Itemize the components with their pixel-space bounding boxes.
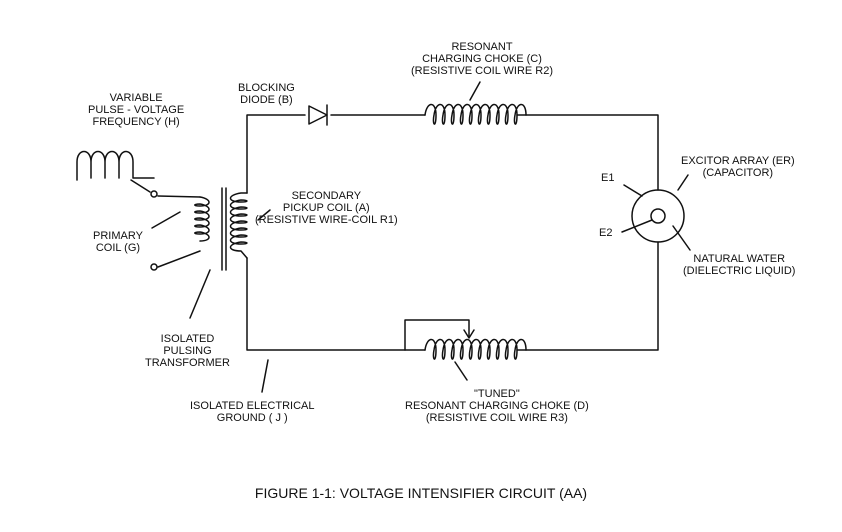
right-wire [516, 241, 659, 351]
diode-triangle [308, 105, 328, 125]
pulse-line1: VARIABLE [109, 92, 163, 104]
top-wire [246, 114, 306, 194]
blocking-diode-label: BLOCKING DIODE (B) [238, 82, 295, 106]
e1-leader [623, 184, 643, 197]
transformer-label: ISOLATED PULSING TRANSFORMER [145, 333, 230, 369]
choke-d-tap-arrow [463, 329, 475, 339]
pulse-waveform [76, 150, 155, 181]
ground-label: ISOLATED ELECTRICAL GROUND ( J ) [190, 400, 315, 424]
bottom-wire [246, 257, 426, 351]
e2-leader [621, 219, 653, 233]
primary-line1: PRIMARY [93, 230, 143, 242]
transformer-line3: TRANSFORMER [145, 357, 230, 369]
transformer-line1: ISOLATED [160, 333, 215, 345]
primary-terminal-bottom [150, 263, 158, 271]
excitor-outer [631, 189, 685, 243]
primary-coil [194, 196, 210, 242]
water-leader [672, 225, 691, 251]
choke-c-line2: CHARGING CHOKE (C) [422, 53, 542, 65]
figure-caption: FIGURE 1-1: VOLTAGE INTENSIFIER CIRCUIT … [254, 485, 588, 501]
choke-c-coil [424, 103, 527, 125]
choke-c-line3: (RESISTIVE COIL WIRE R2) [411, 65, 554, 77]
choke-d-tap [404, 319, 470, 351]
choke-d-line2: RESONANT CHARGING CHOKE (D) [405, 400, 589, 412]
excitor-line2: (CAPACITOR) [702, 167, 774, 179]
secondary-coil-label: SECONDARY PICKUP COIL (A) (RESISTIVE WIR… [255, 190, 398, 226]
pulse-line3: FREQUENCY (H) [92, 116, 180, 128]
transformer-line2: PULSING [163, 345, 212, 357]
pulse-lead [130, 179, 151, 193]
transformer-leader [189, 269, 211, 319]
e1-label: E1 [601, 172, 615, 184]
blocking-diode-line2: DIODE (B) [240, 94, 293, 106]
secondary-coil [229, 192, 248, 259]
choke-d-coil [424, 338, 527, 360]
ground-leader [261, 359, 269, 393]
blocking-diode-line1: BLOCKING [238, 82, 295, 94]
excitor-leader [677, 174, 689, 191]
choke-d-leader [454, 361, 468, 381]
primary-line2: COIL (G) [95, 242, 141, 254]
secondary-line2: PICKUP COIL (A) [282, 202, 370, 214]
water-line1: NATURAL WATER [693, 253, 786, 265]
primary-terminal-top [150, 190, 158, 198]
choke-d-label: "TUNED" RESONANT CHARGING CHOKE (D) (RES… [405, 388, 589, 424]
choke-c-label: RESONANT CHARGING CHOKE (C) (RESISTIVE C… [411, 41, 553, 77]
choke-c-line1: RESONANT [451, 41, 513, 53]
choke-d-line1: "TUNED" [474, 388, 520, 400]
primary-leader [151, 211, 181, 229]
water-line2: (DIELECTRIC LIQUID) [683, 265, 796, 277]
natural-water-label: NATURAL WATER (DIELECTRIC LIQUID) [683, 253, 795, 277]
secondary-leader [257, 209, 271, 221]
pulse-label: VARIABLE PULSE - VOLTAGE FREQUENCY (H) [88, 92, 184, 128]
choke-c-leader [469, 81, 481, 101]
pulse-line2: PULSE - VOLTAGE [88, 104, 185, 116]
choke-d-line3: (RESISTIVE COIL WIRE R3) [425, 412, 568, 424]
excitor-label: EXCITOR ARRAY (ER) (CAPACITOR) [681, 155, 795, 179]
primary-lead-bottom [157, 250, 201, 268]
ground-line2: GROUND ( J ) [216, 412, 288, 424]
ground-line1: ISOLATED ELECTRICAL [190, 400, 315, 412]
top-wire-right [516, 114, 659, 191]
excitor-inner [650, 208, 666, 224]
e2-label: E2 [599, 227, 613, 239]
primary-lead-top [157, 195, 201, 198]
primary-coil-label: PRIMARY COIL (G) [93, 230, 143, 254]
excitor-line1: EXCITOR ARRAY (ER) [681, 155, 795, 167]
secondary-line3: (RESISTIVE WIRE-COIL R1) [255, 214, 398, 226]
secondary-line1: SECONDARY [291, 190, 362, 202]
